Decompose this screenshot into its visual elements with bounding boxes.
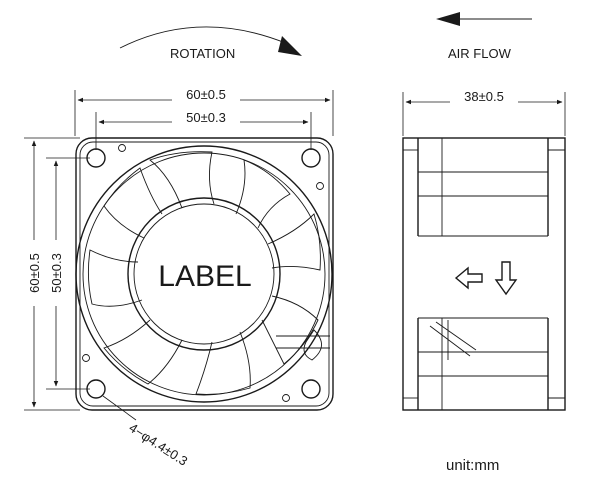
mount-hole-bottom-left	[86, 379, 106, 399]
side-airflow-left-arrow-icon	[454, 266, 483, 290]
hole-pitch-height-value: 50±0.3	[49, 253, 64, 293]
depth-value: 38±0.5	[464, 89, 504, 104]
overall-height-value: 60±0.5	[27, 253, 42, 293]
mount-hole-top-right	[301, 148, 321, 168]
airflow-arrow-icon	[436, 12, 532, 26]
unit-note: unit:mm	[446, 457, 499, 474]
hole-pitch-width-dimension	[95, 111, 312, 150]
mount-hole-bottom-right	[301, 379, 321, 399]
mount-hole-leader	[102, 395, 137, 421]
mount-hole-callout: 4−φ4.4±0.3	[126, 420, 190, 469]
hole-pitch-height-dimension	[46, 157, 90, 390]
overall-height-dimension	[24, 137, 80, 411]
depth-dimension	[402, 90, 566, 136]
side-rotation-down-arrow-icon	[494, 261, 518, 296]
hub-label: LABEL	[158, 260, 251, 293]
fan-front-view	[75, 137, 334, 411]
rotation-arrow-icon	[119, 26, 302, 56]
hole-pitch-width-value: 50±0.3	[186, 110, 226, 125]
mount-hole-top-left	[86, 148, 106, 168]
overall-width-value: 60±0.5	[186, 87, 226, 102]
overall-width-dimension	[74, 88, 334, 136]
rotation-label: ROTATION	[170, 46, 235, 61]
air-flow-label: AIR FLOW	[448, 46, 512, 61]
fan-side-view	[402, 137, 566, 411]
